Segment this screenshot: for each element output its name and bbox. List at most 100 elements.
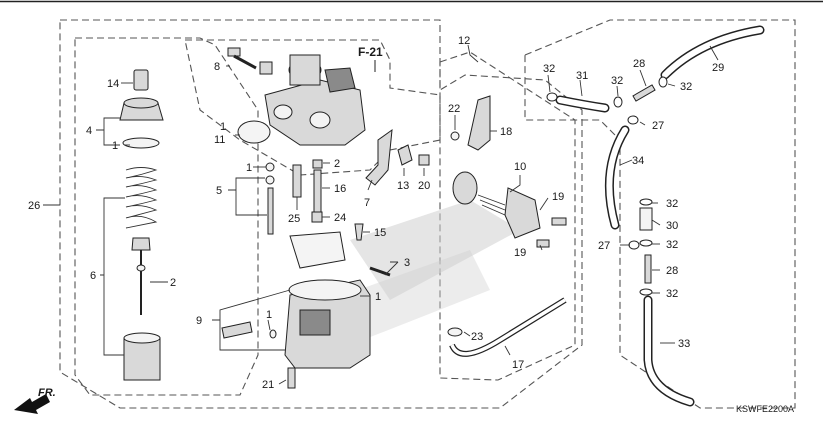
callout-7: 7 [364,197,370,209]
callout-8: 8 [214,61,220,73]
part-16 [313,169,322,213]
callout-25: 25 [288,213,300,225]
part-25 [292,164,302,198]
part-30 [639,207,653,231]
callout-5: 5 [216,185,222,197]
leader-lines [43,44,719,385]
callout-10: 10 [514,161,526,173]
part-jet-group-5 [265,162,275,235]
callout-12: 12 [458,35,470,47]
part-19a [551,217,567,226]
part-throttle-slide [123,337,161,381]
part-float-3 [289,231,346,269]
part-slide-top [123,332,161,344]
callout-26: 26 [28,200,40,212]
callout-20: 20 [418,180,430,192]
callout-32a: 32 [543,63,555,75]
part-cap-14 [133,69,149,91]
callout-32b: 32 [611,75,623,87]
part-clip-23 [447,327,463,337]
callout-labels: 14 4 1 6 2 26 8 1 11 1 5 2 16 24 25 7 13… [28,35,724,391]
part-needle-clip-2 [131,237,151,251]
callout-22: 22 [448,103,460,115]
part-drain-hose-17 [449,297,567,357]
part-2-jet [312,159,323,169]
direction-label: FR. [38,387,56,399]
callout-13: 13 [397,180,409,192]
part-21 [287,367,296,389]
callout-27a: 27 [652,120,664,132]
part-screw-8 [227,47,273,75]
callout-16: 16 [334,183,346,195]
callout-1c: 1 [246,162,252,174]
part-diaphragm-cover [452,171,541,239]
part-hose-33 [643,295,695,407]
callout-1d: 1 [375,291,381,303]
part-22 [450,131,460,141]
callout-2a: 2 [170,277,176,289]
callout-34: 34 [632,155,644,167]
callout-29: 29 [712,62,724,74]
callout-2b: 2 [334,158,340,170]
part-24 [311,211,323,223]
clamps-32 [546,76,668,296]
callout-24: 24 [334,212,346,224]
callout-21: 21 [262,379,274,391]
part-carburetor-body [264,54,366,146]
part-oring-1 [122,137,160,149]
callout-30: 30 [666,220,678,232]
callout-1e: 1 [266,309,272,321]
part-clip-27a [627,115,639,125]
part-lever-7 [365,128,393,186]
callout-27b: 27 [598,240,610,252]
callout-28b: 28 [666,265,678,277]
part-clip-27b [628,240,640,250]
callout-1b: 1 [220,121,226,133]
part-needle-ring [136,264,146,272]
callout-28a: 28 [633,58,645,70]
part-15 [354,223,364,241]
part-oring-11 [237,120,271,144]
part-20 [418,154,430,166]
callout-23: 23 [471,331,483,343]
callout-18: 18 [500,126,512,138]
part-joint-28b [644,254,652,284]
part-bracket-18 [467,95,491,151]
callout-33: 33 [678,338,690,350]
part-13 [397,144,413,166]
callout-19b: 19 [514,247,526,259]
part-hose-34-inner [606,127,628,228]
part-drain-hose-inner [450,298,566,356]
part-19b [536,239,550,248]
carburetor-group-outline [184,39,441,176]
front-arrow-icon [14,394,50,414]
part-oring-small [269,329,277,339]
diagram-code: KSWFE2200A [736,404,794,414]
part-hose-31-inner [557,97,608,111]
part-top-cap-rim [123,97,159,109]
slide-group-outline [74,37,259,396]
part-hose-33-inner [645,297,693,405]
callout-32d: 32 [666,198,678,210]
callout-6: 6 [90,270,96,282]
callout-3: 3 [404,257,410,269]
callout-1a: 1 [112,140,118,152]
assembly-outline [59,19,583,409]
part-spring [125,167,158,229]
part-float-bowl [284,279,371,369]
callout-31: 31 [576,70,588,82]
callout-19a: 19 [552,191,564,203]
callout-17: 17 [512,359,524,371]
callout-4: 4 [86,125,92,137]
callout-14: 14 [107,78,119,90]
callout-32c: 32 [680,81,692,93]
part-fuel-hose-29-inner [662,27,763,78]
part-screw-9 [221,321,253,339]
callout-32f: 32 [666,288,678,300]
section-ref: F-21 [358,45,383,59]
callout-11: 11 [214,134,225,146]
callout-32e: 32 [666,239,678,251]
part-joint-28a [632,84,656,102]
callout-15: 15 [374,227,386,239]
